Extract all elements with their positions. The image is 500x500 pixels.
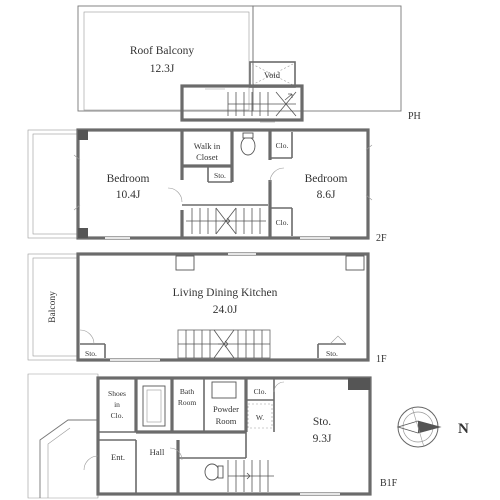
walk-in-closet-label-1: Walk in <box>194 141 221 151</box>
powder-room-label-1: Powder <box>213 404 239 414</box>
shoes-clo-label-1: Shoes <box>108 389 126 398</box>
washer-label: W. <box>256 413 264 422</box>
bedroom-right-label: Bedroom <box>305 173 348 185</box>
bath-room-label-1: Bath <box>180 387 194 396</box>
sto-1f-right-label: Sto. <box>326 349 338 358</box>
floor-label-1f: 1F <box>376 354 387 365</box>
bedroom-left-size: 10.4J <box>116 189 141 201</box>
f2-stairs <box>186 207 266 235</box>
f1-stairs <box>177 329 271 359</box>
ph-right-outline <box>252 5 402 112</box>
bath-room-label-2: Room <box>178 398 197 407</box>
bedroom-right-size: 8.6J <box>317 189 336 201</box>
ph-stairs <box>227 91 297 117</box>
f1-outline <box>76 252 370 362</box>
f2-outline <box>76 128 370 240</box>
compass: N <box>396 406 469 448</box>
clo-2f-bottom-label: Clo. <box>276 218 289 227</box>
bedroom-left-label: Bedroom <box>107 173 150 185</box>
sto-1f-left-label: Sto. <box>85 349 97 358</box>
b1-stairs <box>227 460 274 492</box>
roof-balcony-label: Roof Balcony <box>130 45 194 57</box>
shoes-clo-label-2: in <box>114 400 120 409</box>
clo-2f-top-label: Clo. <box>276 141 289 150</box>
shoes-clo-label-3: Clo. <box>111 411 124 420</box>
b1-floor <box>27 373 372 499</box>
roof-balcony-outer <box>77 5 254 112</box>
powder-room-label-2: Room <box>216 416 237 426</box>
sto-b1-size: 9.3J <box>313 433 332 445</box>
ldk-label: Living Dining Kitchen <box>173 287 278 299</box>
f2-balcony-outline <box>27 129 79 239</box>
entrance-label: Ent. <box>111 452 125 462</box>
f1-floor <box>27 252 370 362</box>
floor-label-2f: 2F <box>376 233 387 244</box>
ph-stair-house <box>180 84 304 122</box>
sto-b1-label: Sto. <box>313 416 331 428</box>
b1-outline <box>96 376 372 496</box>
compass-needle-icon <box>418 421 440 433</box>
ph-floor <box>77 5 402 123</box>
sto-2f-label: Sto. <box>214 171 226 180</box>
floor-label-ph: PH <box>408 111 421 122</box>
roof-balcony-size: 12.3J <box>150 63 175 75</box>
clo-b1-label: Clo. <box>254 387 267 396</box>
floor-label-b1: B1F <box>380 478 398 489</box>
hall-label: Hall <box>150 447 165 457</box>
compass-north-label: N <box>458 421 469 437</box>
void-label: Void <box>264 70 281 80</box>
walk-in-closet-label-2: Closet <box>196 152 218 162</box>
roof-balcony-inner <box>83 11 250 111</box>
ldk-size: 24.0J <box>213 304 238 316</box>
balcony-1f-label: Balcony <box>48 291 58 323</box>
f2-floor <box>27 128 373 240</box>
